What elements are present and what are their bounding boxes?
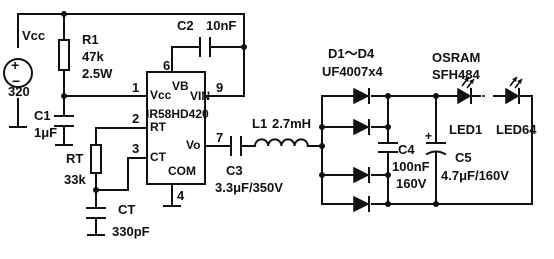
led-last-label: LED64 [496, 122, 537, 137]
led-64 [505, 76, 523, 105]
resistor-rt: RT 33k [64, 144, 102, 187]
source-voltage: 320 [8, 84, 30, 99]
capacitor-c3: C3 3.3μF/350V [215, 136, 283, 195]
diode-d1 [353, 87, 370, 105]
c4-value: 100nF [392, 159, 430, 174]
led-part: SFH484 [432, 67, 480, 82]
resistor-r1: R1 47k 2.5W [58, 32, 113, 81]
c1-name: C1 [34, 108, 51, 123]
c4-name: C4 [398, 142, 415, 157]
led-string: OSRAM SFH484 LED1 LED64 [432, 50, 537, 137]
diodes-part: UF4007x4 [322, 64, 383, 79]
r1-power: 2.5W [82, 66, 113, 81]
c1-value: 1μF [34, 125, 57, 140]
diode-d4 [353, 195, 370, 213]
ic-pin-vb: VB [172, 79, 189, 93]
inductor-l1: L1 2.7mH [252, 116, 311, 148]
junction-dots [61, 11, 439, 207]
ic-ir58hd420: Vcc VB VIN RT CT Vo COM IR58HD420 1 2 3 … [132, 58, 223, 207]
r1-value: 47k [82, 49, 104, 64]
ic-pin-vcc: Vcc [150, 88, 172, 102]
pin-number-4: 4 [177, 188, 185, 203]
capacitor-ct: CT 330pF [86, 202, 150, 239]
l1-name: L1 [252, 116, 267, 131]
capacitor-c4: C4 100nF 160V [378, 142, 430, 191]
r1-name: R1 [82, 32, 99, 47]
c5-name: C5 [455, 150, 472, 165]
led-maker: OSRAM [432, 50, 480, 65]
c5-value: 4.7μF/160V [441, 168, 509, 183]
c2-name: C2 [177, 18, 194, 33]
ic-pin-rt: RT [150, 120, 167, 134]
source-plus-sign: + [11, 57, 19, 73]
ic-pin-com: COM [168, 164, 196, 178]
ct-value: 330pF [112, 224, 150, 239]
capacitor-c5: + C5 4.7μF/160V [425, 129, 509, 183]
svg-text:+: + [425, 129, 432, 143]
diode-d3 [353, 166, 370, 184]
c3-value: 3.3μF/350V [215, 180, 283, 195]
c4-voltage: 160V [396, 176, 427, 191]
diode-d2 [353, 118, 370, 136]
pin-number-6: 6 [163, 58, 170, 73]
pin-number-9: 9 [216, 80, 223, 95]
rt-value: 33k [64, 172, 86, 187]
source-label: Vcc [22, 28, 45, 43]
capacitor-c2: C2 10nF [177, 18, 236, 57]
l1-value: 2.7mH [272, 116, 311, 131]
led-1 [457, 76, 475, 105]
vcc-source: + − Vcc 320 [3, 28, 45, 128]
led-first-label: LED1 [449, 122, 482, 137]
ic-pin-vo: Vo [186, 138, 200, 152]
source-minus-sign: − [12, 73, 20, 89]
diode-bridge: D1～D4 UF4007x4 [322, 46, 383, 213]
rt-name: RT [66, 151, 83, 166]
ic-pin-ct: CT [150, 150, 167, 164]
c3-name: C3 [226, 163, 243, 178]
pin-number-3: 3 [132, 141, 139, 156]
wires [17, 13, 533, 236]
ct-name: CT [118, 202, 135, 217]
c2-value: 10nF [206, 18, 236, 33]
pin-number-7: 7 [216, 130, 223, 145]
capacitor-c1: C1 1μF [34, 108, 74, 146]
ic-pin-vin: VIN [190, 89, 210, 103]
pin-number-2: 2 [132, 111, 139, 126]
ic-part-number: IR58HD420 [146, 107, 209, 121]
pin-number-1: 1 [132, 80, 139, 95]
diodes-name: D1～D4 [328, 46, 375, 61]
